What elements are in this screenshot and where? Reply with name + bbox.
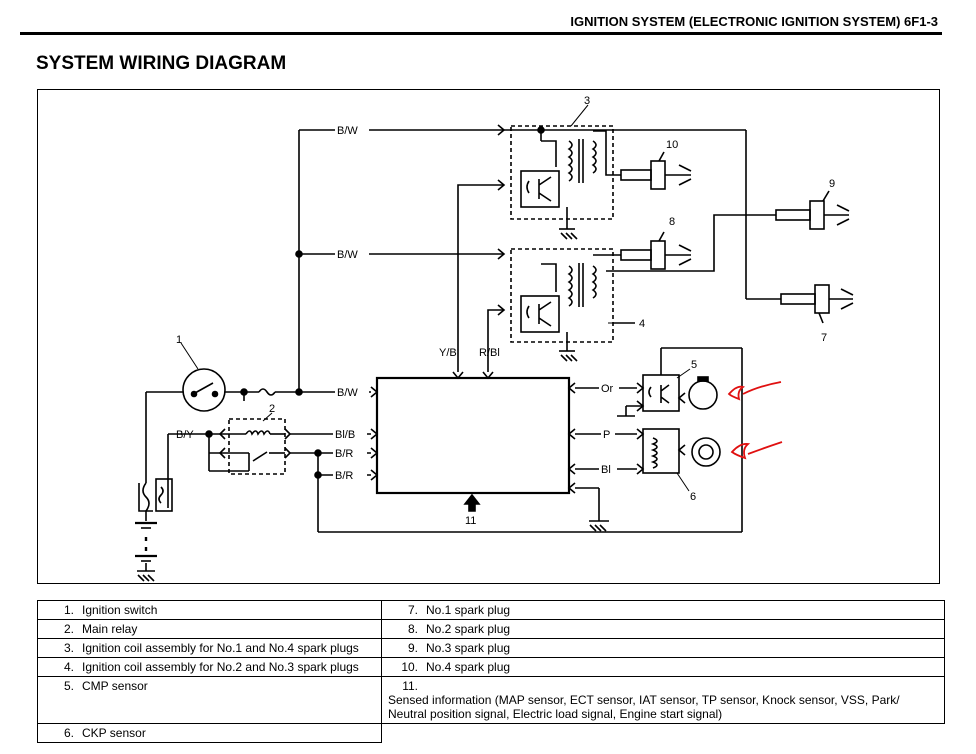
wire-label-p: P	[603, 429, 610, 441]
legend-text: Ignition coil assembly for No.1 and No.4…	[82, 641, 359, 655]
wire-label-blb: Bl/B	[335, 429, 355, 441]
legend-num: 9.	[407, 641, 418, 655]
callout-7: 7	[821, 332, 827, 344]
callout-4: 4	[639, 318, 645, 330]
legend-text: Main relay	[82, 622, 138, 636]
cmp-sensor	[575, 374, 718, 417]
legend-row: 2. Main relay 8. No.2 spark plug	[37, 619, 945, 639]
ecm-box	[370, 371, 576, 512]
bw-bus	[295, 129, 504, 396]
legend-item-10: 10. No.4 spark plug	[381, 657, 945, 677]
callout-6: 6	[690, 491, 696, 503]
wire-label-by: B/Y	[176, 429, 194, 441]
legend-num: 5.	[63, 679, 74, 693]
legend-num: 2.	[63, 622, 74, 636]
legend-item-3: 3. Ignition coil assembly for No.1 and No…	[37, 638, 382, 658]
wire-label-bl: Bl	[601, 464, 611, 476]
ignition-switch	[145, 368, 299, 483]
legend-num: 10.	[401, 660, 418, 674]
section-title: IGNITION SYSTEM (ELECTRONIC IGNITION SYS…	[570, 14, 938, 29]
ckp-sensor	[575, 428, 721, 475]
ignition-coil-4	[497, 214, 776, 362]
legend-num: 4.	[63, 660, 74, 674]
page-title: SYSTEM WIRING DIAGRAM	[36, 53, 287, 74]
wire-label-ybl: Y/Bl	[439, 347, 459, 359]
legend-text: CKP sensor	[82, 726, 146, 740]
legend-num: 3.	[63, 641, 74, 655]
legend-text: CMP sensor	[82, 679, 148, 693]
legend-row: 3. Ignition coil assembly for No.1 and No…	[37, 638, 945, 658]
ecm-ground	[575, 487, 609, 532]
wire-labels: B/W B/W B/W B/Y Bl/B B/R B/R Y/Bl R/Bl O…	[176, 122, 619, 482]
legend-item-7: 7. No.1 spark plug	[381, 600, 945, 620]
wire-label-bw-top: B/W	[337, 125, 358, 137]
legend-num: 11.	[402, 679, 418, 693]
legend-item-6: 6. CKP sensor	[37, 723, 382, 743]
legend-item-8: 8. No.2 spark plug	[381, 619, 945, 639]
callout-8: 8	[669, 216, 675, 228]
red-annotation-arrows	[727, 381, 783, 460]
legend-num: 1.	[63, 603, 74, 617]
wire-label-bw-mid: B/W	[337, 249, 358, 261]
callout-11: 11	[465, 515, 476, 527]
legend-item-11: 11.Sensed information (MAP sensor, ECT s…	[381, 676, 945, 724]
legend-row: 6. CKP sensor	[37, 723, 945, 743]
callout-10: 10	[666, 139, 678, 151]
legend-item-2: 2. Main relay	[37, 619, 382, 639]
spark-plug-8	[620, 231, 692, 270]
legend-num: 6.	[63, 726, 74, 740]
battery	[135, 478, 173, 582]
legend-text: Ignition coil assembly for No.2 and No.3…	[82, 660, 359, 674]
callout-2: 2	[269, 403, 275, 415]
coil-3-power-rail	[504, 126, 781, 300]
wire-label-br1: B/R	[335, 448, 353, 460]
wire-label-bw-ecm: B/W	[337, 387, 358, 399]
legend-num: 7.	[407, 603, 418, 617]
ecm-trigger-wires	[457, 184, 504, 372]
legend-item-9: 9. No.3 spark plug	[381, 638, 945, 658]
spark-plug-9	[775, 190, 850, 230]
callout-9: 9	[829, 178, 835, 190]
legend-num: 8.	[407, 622, 418, 636]
legend-text: No.2 spark plug	[426, 622, 511, 636]
spark-plug-7	[780, 284, 854, 324]
legend-text: No.4 spark plug	[426, 660, 511, 674]
wire-label-or: Or	[601, 383, 614, 395]
legend-item-5: 5. CMP sensor	[37, 676, 382, 724]
legend-text: Ignition switch	[82, 603, 158, 617]
wiring-diagram: B/W B/W B/W B/Y Bl/B B/R B/R Y/Bl R/Bl O…	[135, 95, 854, 582]
callout-5: 5	[691, 359, 697, 371]
legend-row: 5. CMP sensor 11.Sensed information (MAP …	[37, 676, 945, 724]
legend-text: No.3 spark plug	[426, 641, 511, 655]
wire-label-rbl: R/Bl	[479, 347, 500, 359]
legend-text: No.1 spark plug	[426, 603, 511, 617]
main-relay	[167, 418, 292, 508]
wiring-diagram-frame: B/W B/W B/W B/Y Bl/B B/R B/R Y/Bl R/Bl O…	[37, 89, 940, 584]
legend-text: Sensed information (MAP sensor, ECT sens…	[388, 693, 900, 721]
legend-empty-cell	[382, 724, 945, 743]
legend-item-4: 4. Ignition coil assembly for No.2 and No…	[37, 657, 382, 677]
callout-leaders	[180, 104, 691, 492]
ignition-coil-3	[497, 124, 621, 240]
legend-row: 1. Ignition switch 7. No.1 spark plug	[37, 600, 945, 620]
callout-numbers: 1 2 3 4 5 6 7 8 9 10 11	[176, 95, 835, 527]
spark-plug-10	[620, 151, 692, 190]
wire-label-br2: B/R	[335, 470, 353, 482]
callout-3: 3	[584, 95, 590, 107]
page-header: IGNITION SYSTEM (ELECTRONIC IGNITION SYS…	[20, 10, 942, 35]
legend-row: 4. Ignition coil assembly for No.2 and No…	[37, 657, 945, 677]
callout-1: 1	[176, 334, 182, 346]
legend-item-1: 1. Ignition switch	[37, 600, 382, 620]
legend-table: 1. Ignition switch 7. No.1 spark plug 2. Ma…	[37, 600, 945, 743]
